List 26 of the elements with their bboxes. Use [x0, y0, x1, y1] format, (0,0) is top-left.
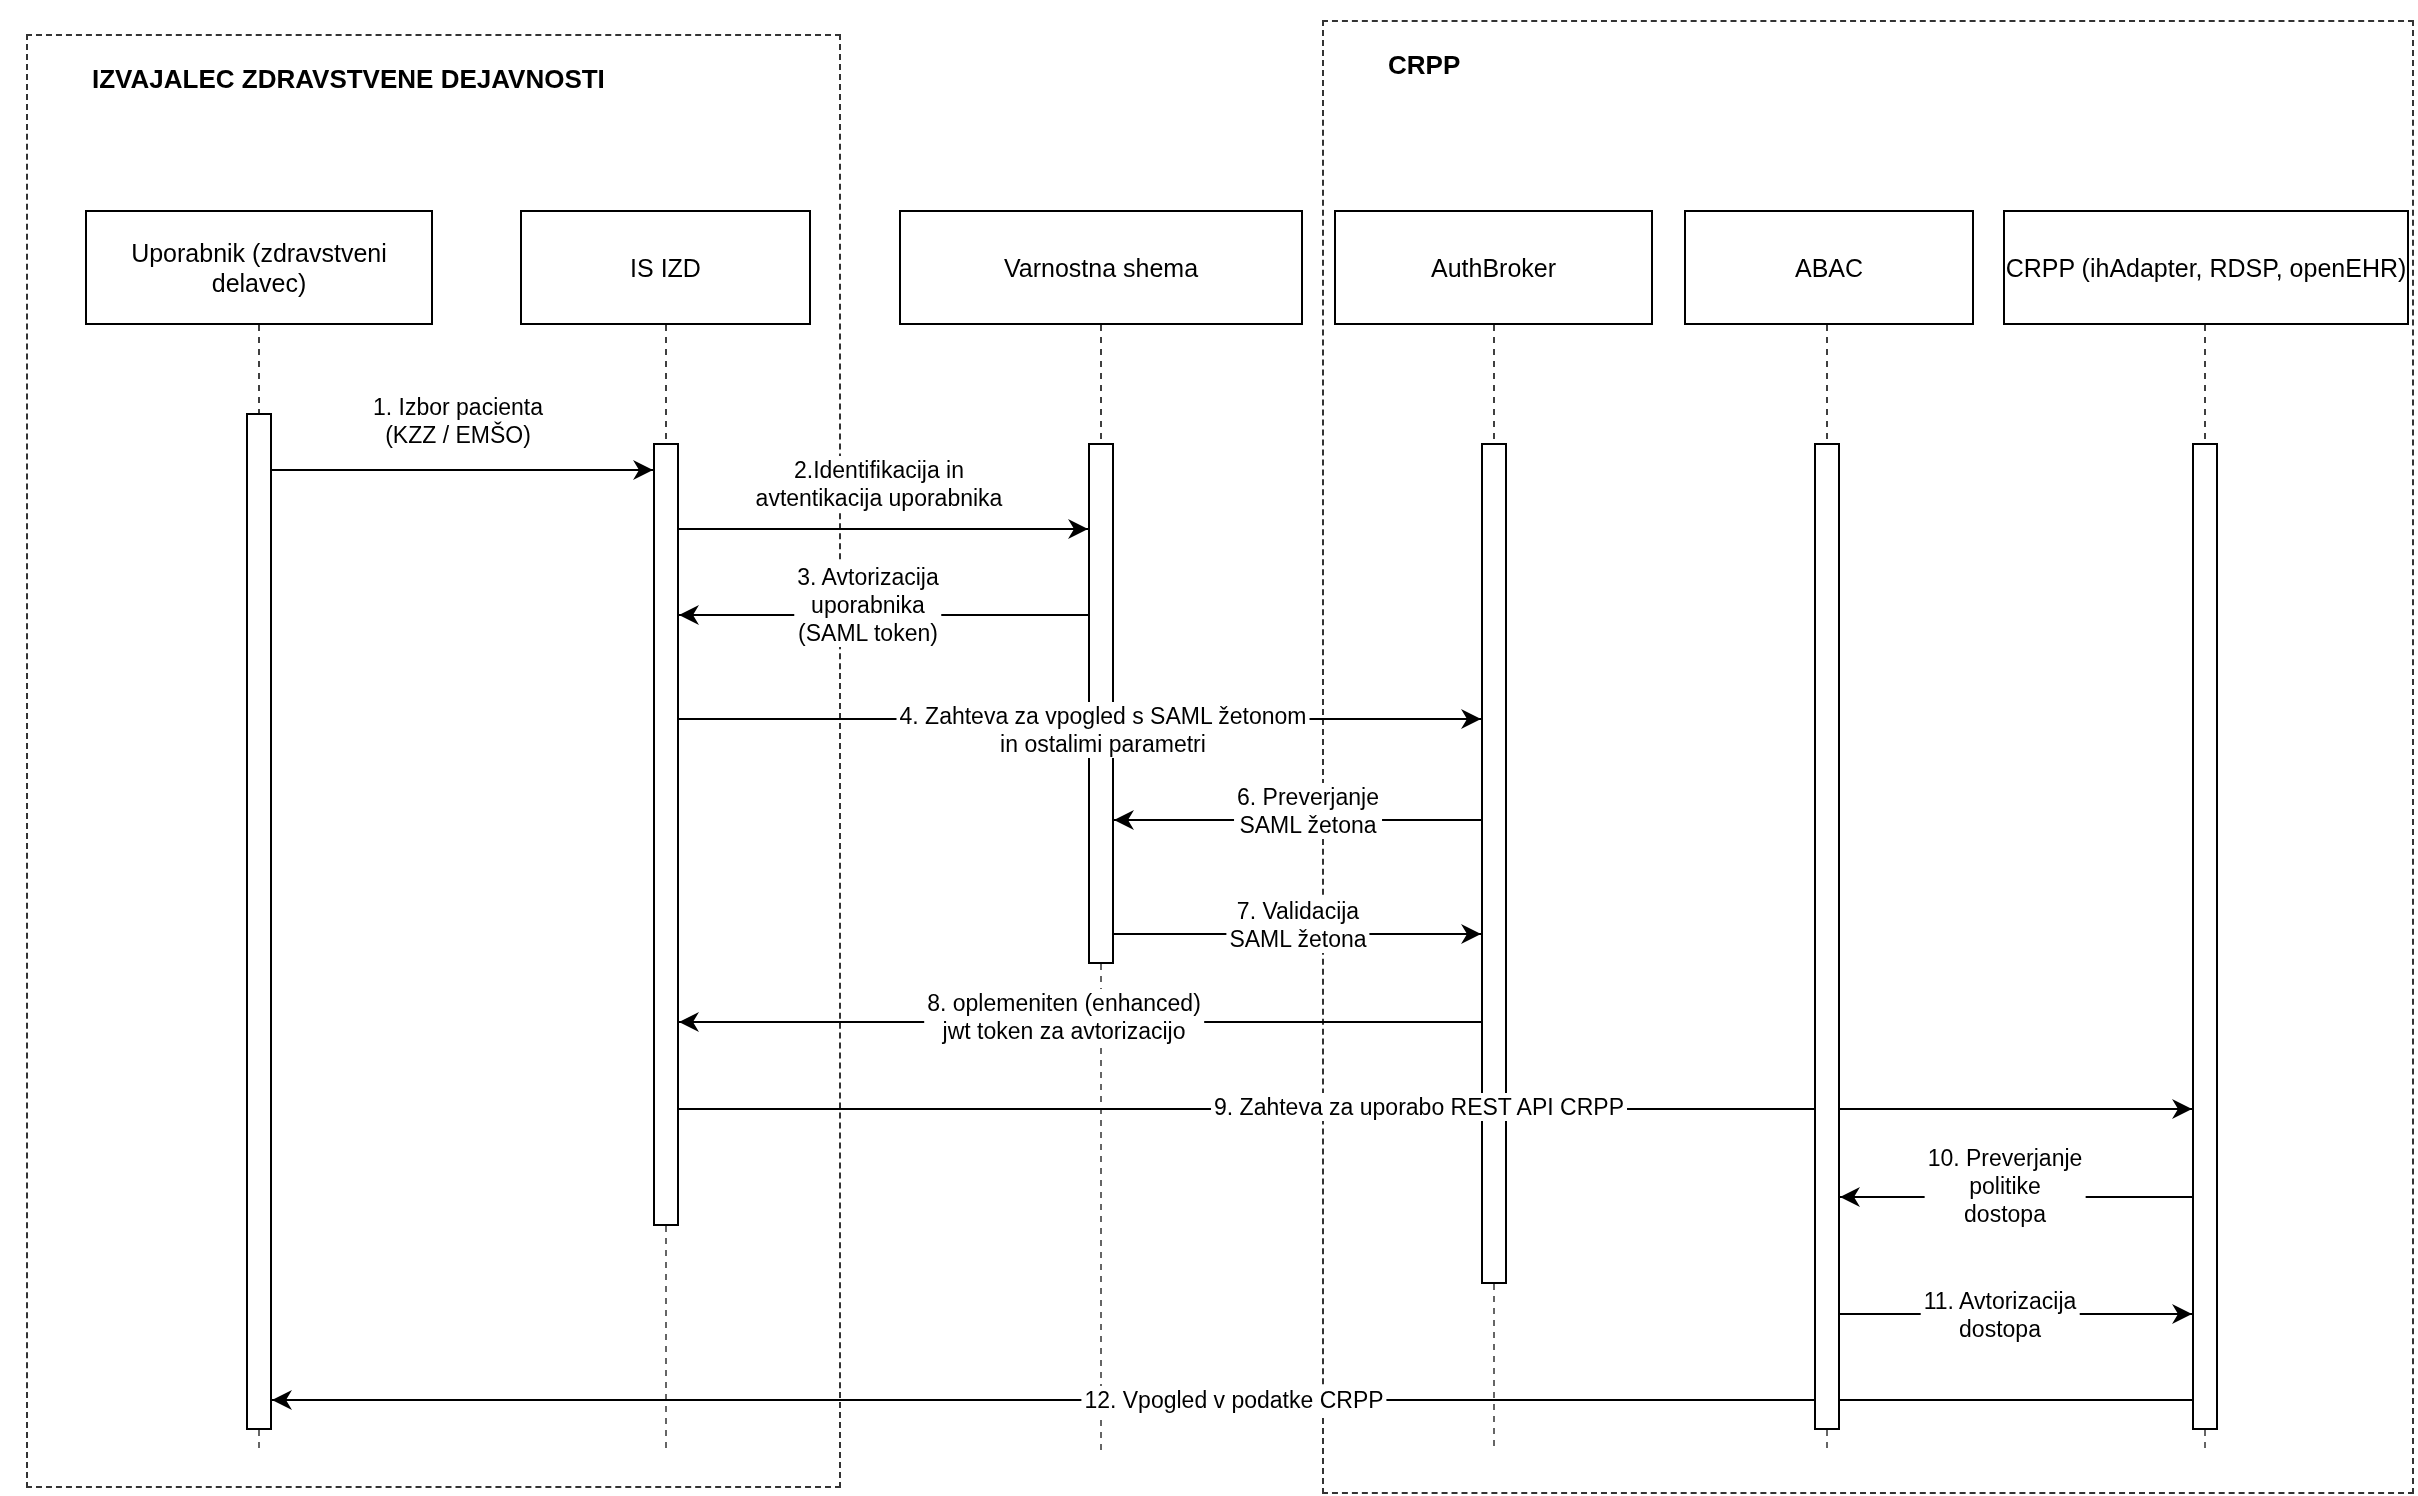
edge-label: 7. Validacija SAML žetona: [1226, 897, 1370, 953]
lifeline: [258, 324, 260, 414]
activation-bar: [1814, 443, 1840, 1430]
participant-name: AuthBroker: [1430, 252, 1557, 283]
participant-box: [1684, 210, 1974, 325]
edge-label: 8. oplemeniten (enhanced) jwt token za avtorizacijo: [924, 989, 1204, 1045]
participant-name: Uporabnik (zdravstveni delavec): [130, 237, 388, 298]
edge-label: 9. Zahteva za uporabo REST API CRPP: [1211, 1093, 1627, 1121]
activation-bar: [653, 443, 679, 1226]
participant-name: IS IZD: [630, 252, 701, 283]
participant-box: [2003, 210, 2409, 325]
participant-name: ABAC: [1794, 252, 1864, 283]
group-title: IZVAJALEC ZDRAVSTVENE DEJAVNOSTI: [92, 64, 605, 95]
participant-name: CRPP (ihAdapter, RDSP, openEHR): [2005, 252, 2407, 283]
edge-label: 12. Vpogled v podatke CRPP: [1081, 1386, 1387, 1414]
message-arrow: [271, 460, 654, 480]
activation-bar: [2192, 443, 2218, 1430]
edge-label: 3. Avtorizacija uporabnika (SAML token): [794, 563, 942, 647]
activation-bar: [246, 413, 272, 1430]
message-arrow: [678, 519, 1089, 539]
participant-name: Varnostna shema: [1003, 252, 1199, 283]
participant-box: [520, 210, 811, 325]
participant-box: [899, 210, 1303, 325]
group-title: CRPP: [1388, 50, 1461, 81]
participant-box: [1334, 210, 1653, 325]
participant-box: [85, 210, 433, 325]
